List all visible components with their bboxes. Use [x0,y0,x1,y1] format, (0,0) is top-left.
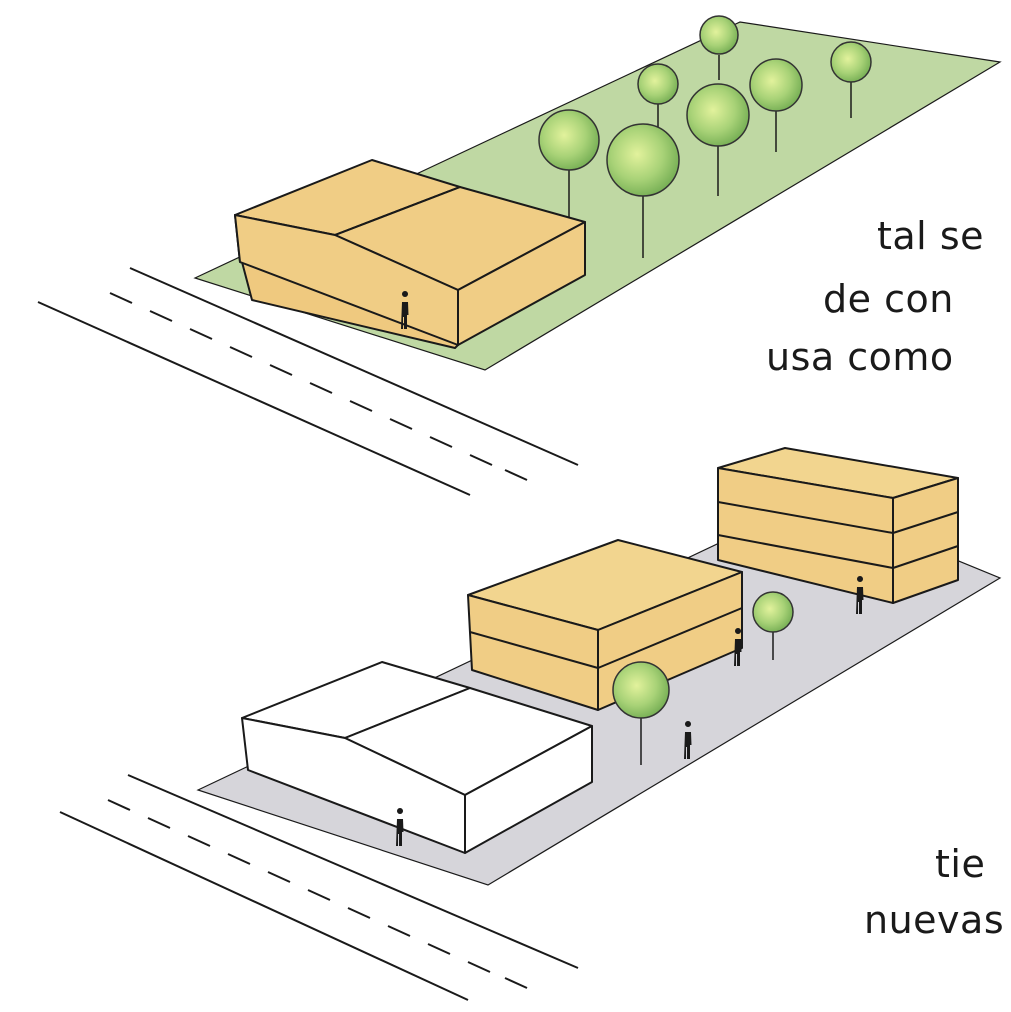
tree-icon [538,109,600,228]
road-top [37,267,579,496]
top-caption-line-3: usa como [766,335,954,379]
tree-icon [686,83,750,196]
road-bottom [59,774,579,1001]
tree-icon [830,41,872,118]
warehouse-building-white [241,661,593,854]
bottom-caption-line-2: nuevas [864,898,1005,942]
tree-icon [606,123,680,258]
tree-icon [612,661,670,765]
apartment-block-back [717,447,959,604]
tree-icon [749,58,803,152]
top-scene [37,15,1002,496]
top-caption-line-2: de con [823,277,954,321]
top-caption-line-1: tal se [877,214,984,258]
tree-icon [752,591,794,660]
bottom-scene [59,447,1002,1001]
tree-icon [699,15,739,80]
bottom-caption-line-1: tie [935,842,986,886]
tree-icon [637,63,679,140]
